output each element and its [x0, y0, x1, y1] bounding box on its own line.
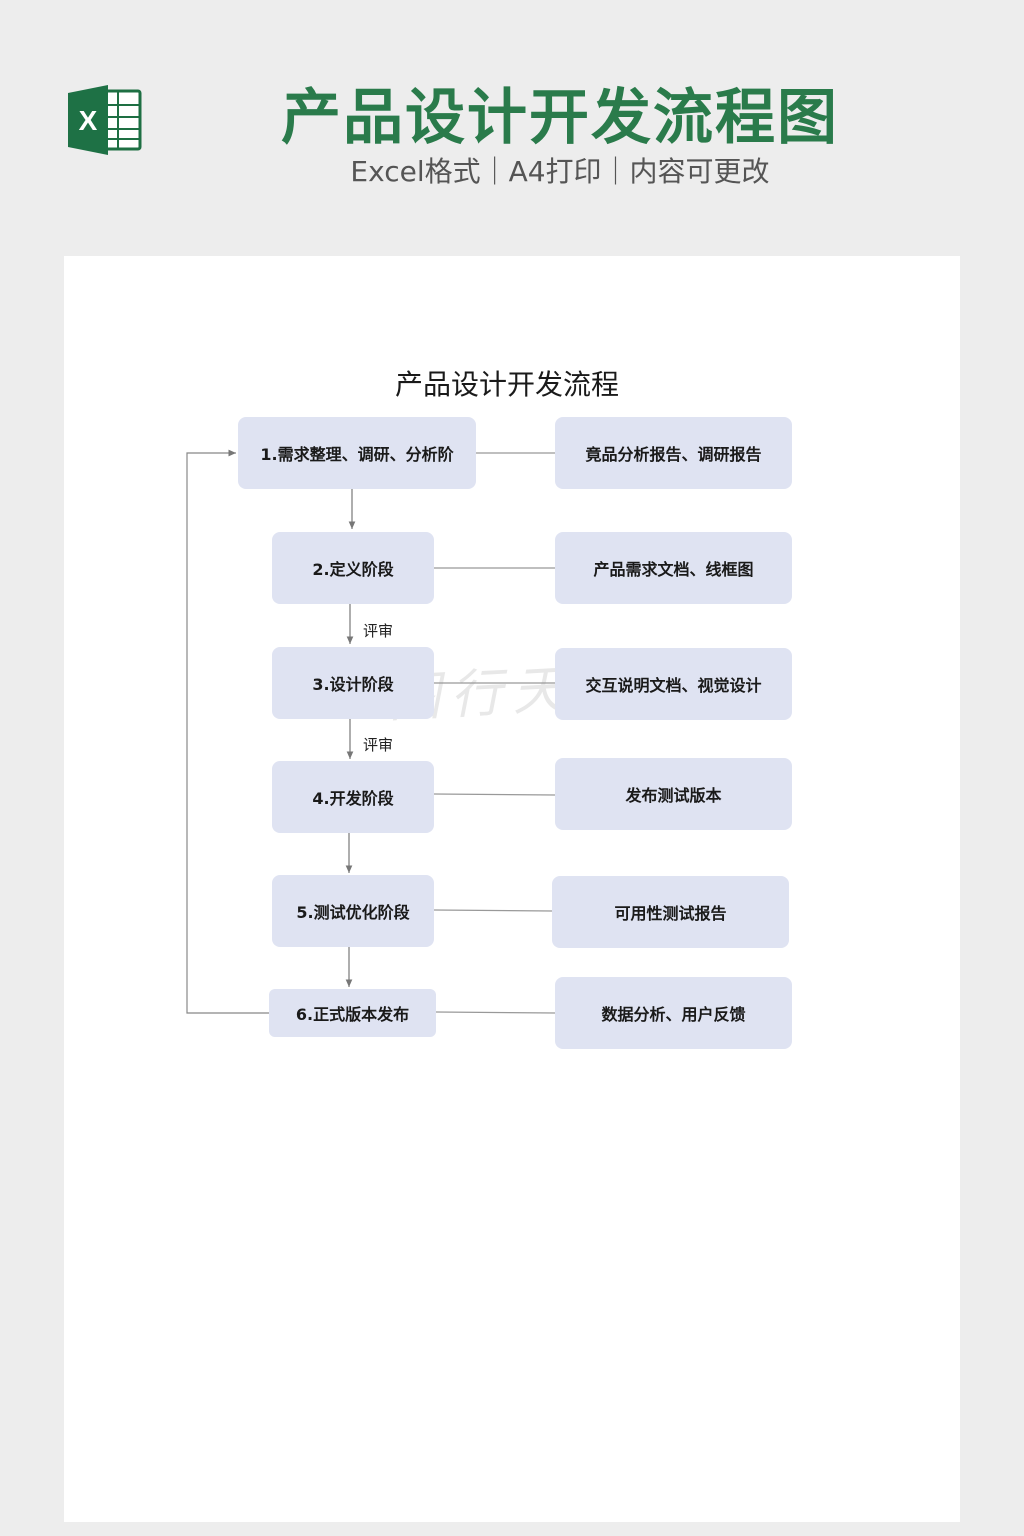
output-box-4: 发布测试版本 [555, 758, 792, 830]
review-label-1: 评审 [363, 622, 394, 640]
feedback-loop [186, 449, 269, 1014]
excel-icon: X [68, 85, 142, 155]
step-box-4: 4.开发阶段 [272, 761, 434, 833]
connector-line-5 [433, 909, 553, 912]
step-box-2: 2.定义阶段 [272, 532, 434, 604]
step-box-1: 1.需求整理、调研、分析阶 [238, 417, 476, 489]
page-title: 产品设计开发流程图 [281, 83, 839, 153]
output-box-2: 产品需求文档、线框图 [555, 532, 792, 604]
output-box-1: 竟品分析报告、调研报告 [555, 417, 792, 489]
document-title: 产品设计开发流程 [394, 368, 619, 401]
connector-line-6 [435, 1011, 556, 1014]
document-sheet [64, 256, 960, 1522]
connector-line-4 [433, 793, 556, 796]
review-label-2: 评审 [363, 736, 394, 754]
step-box-5: 5.测试优化阶段 [272, 875, 434, 947]
page-subtitle: Excel格式｜A4打印｜内容可更改 [350, 155, 770, 188]
output-box-3: 交互说明文档、视觉设计 [555, 648, 792, 720]
step-box-6: 6.正式版本发布 [269, 989, 436, 1037]
output-box-6: 数据分析、用户反馈 [555, 977, 792, 1049]
output-box-5: 可用性测试报告 [552, 876, 789, 948]
step-box-3: 3.设计阶段 [272, 647, 434, 719]
svg-text:X: X [79, 105, 98, 136]
